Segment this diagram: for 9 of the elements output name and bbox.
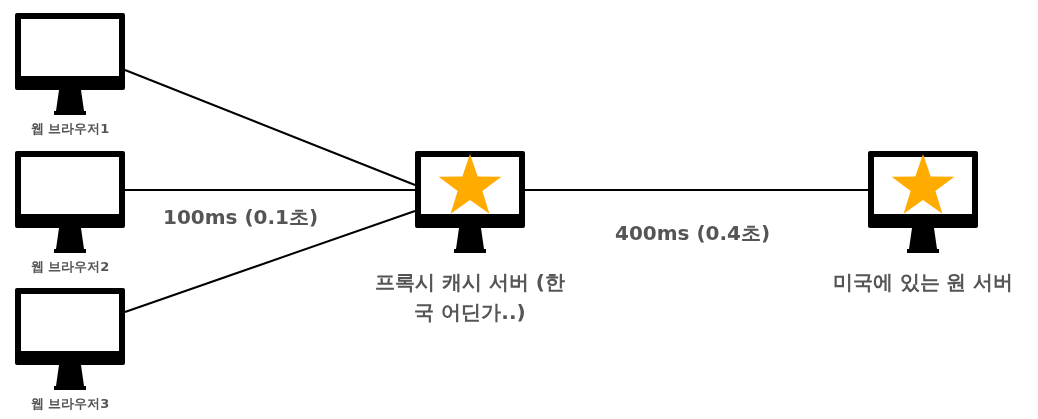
node-label: 프록시 캐시 서버 (한국 어딘가..) (374, 269, 566, 326)
connector-line (124, 189, 416, 191)
node-label: 웹 브라우저2 (30, 259, 110, 275)
connector-line (124, 210, 416, 313)
connector-line (124, 69, 416, 186)
node-label: 미국에 있는 원 서버 (832, 269, 1014, 296)
node-label: 웹 브라우저3 (30, 396, 110, 412)
connector-line (524, 189, 869, 191)
node-label: 웹 브라우저1 (30, 121, 110, 137)
